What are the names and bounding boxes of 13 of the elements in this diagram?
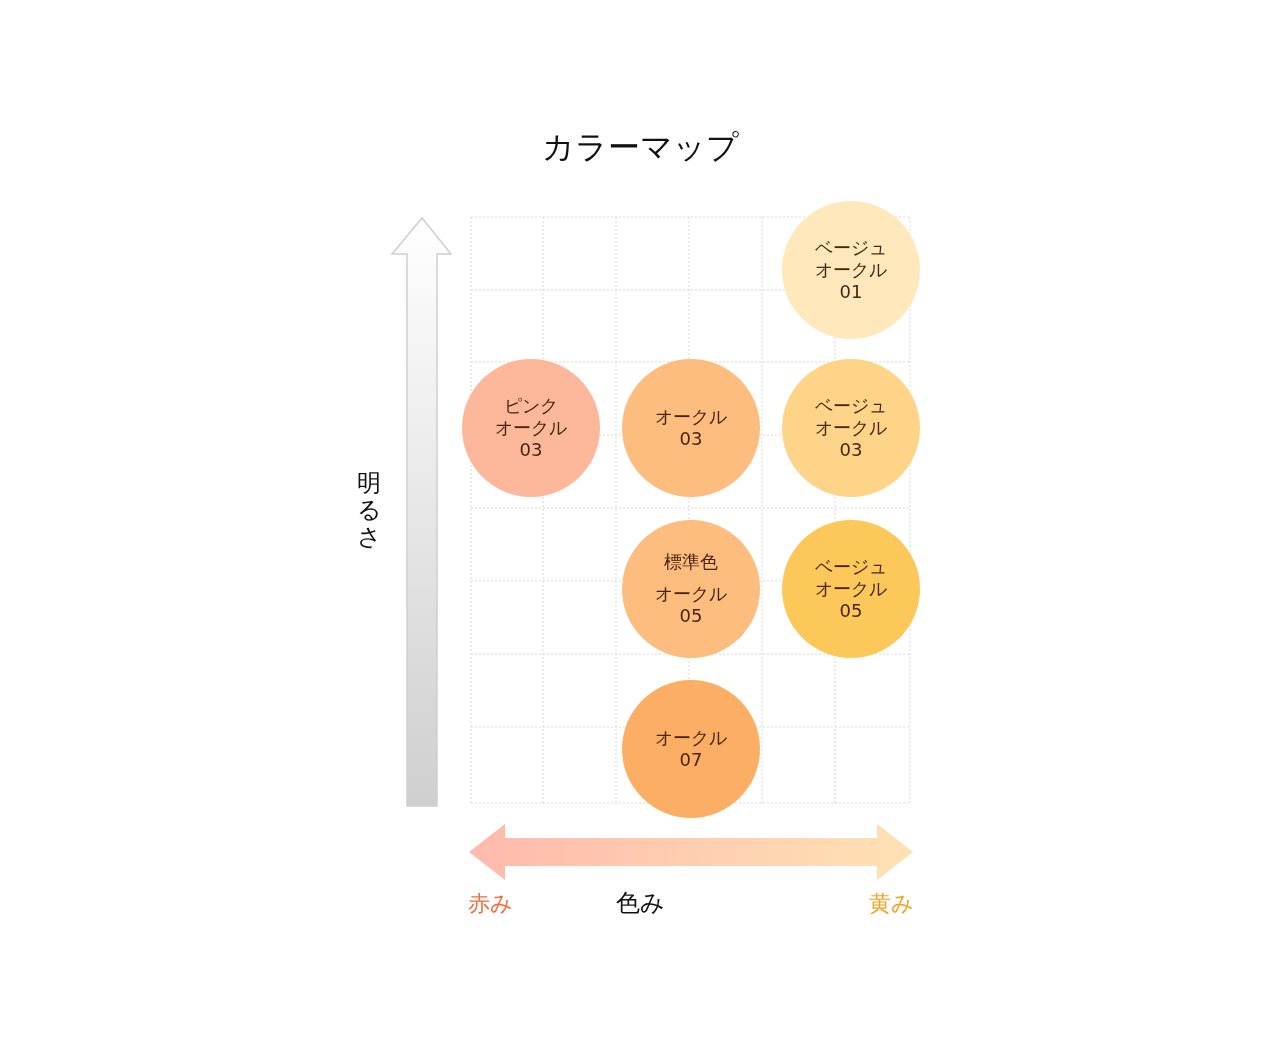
circle-label: 標準色: [663, 551, 719, 573]
axis-label: 明るさ: [356, 470, 382, 551]
circle-label: ベージュオークル05: [814, 556, 888, 622]
axis-end-label: 赤み: [468, 890, 513, 918]
title: カラーマップ: [540, 127, 740, 168]
axis-label: 色み: [614, 888, 666, 919]
circle-label: オークル05: [654, 583, 728, 627]
circle-label: ベージュオークル03: [814, 395, 888, 461]
circle-label: オークル03: [654, 406, 728, 450]
circle-label: ピンクオークル03: [494, 395, 568, 461]
circle-label: オークル07: [654, 727, 728, 771]
circle-label: ベージュオークル01: [814, 237, 888, 303]
axis-end-label: 黄み: [869, 890, 914, 918]
